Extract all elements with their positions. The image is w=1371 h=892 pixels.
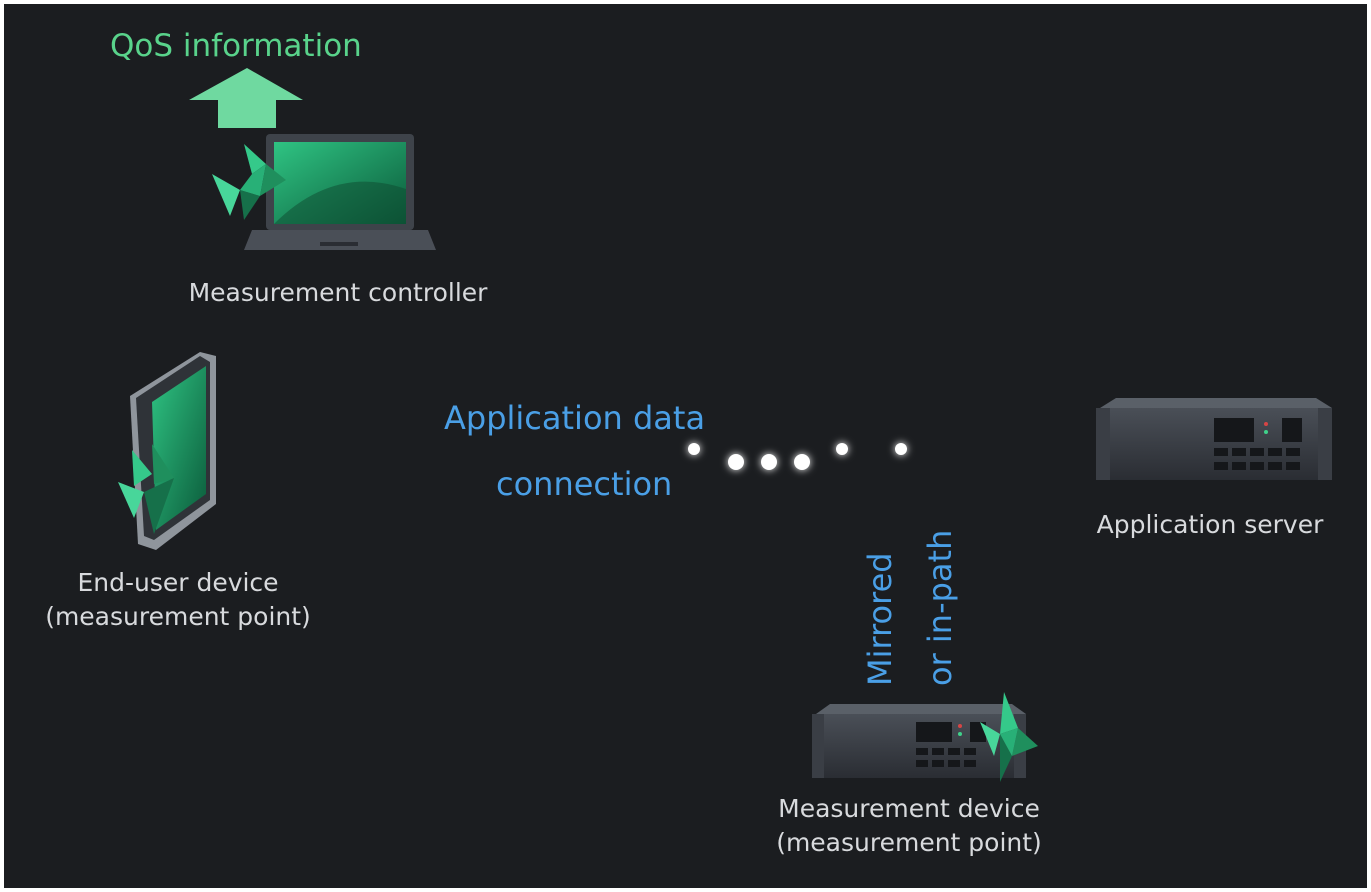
diagram-canvas: QoS information Measurement controller E… [4,4,1367,888]
connection-label-line2: connection [496,465,673,503]
measurement-device-label: Measurement device (measurement point) [776,792,1042,860]
measurement-device-line2: (measurement point) [776,828,1042,857]
measurement-device-line1: Measurement device [778,794,1040,823]
tap-label-mirrored: Mirrored [861,552,899,686]
application-server-label: Application server [1096,510,1324,539]
end-user-device-label: End-user device (measurement point) [45,566,311,634]
diagram-graphics [118,68,1332,782]
tap-label-in-path: or in-path [921,529,959,686]
qos-information-label: QoS information [110,28,362,64]
crystal-logo-icon [980,692,1038,782]
measurement-controller-label: Measurement controller [188,278,488,307]
crystal-logo-icon [118,444,174,534]
up-arrow-icon [189,68,303,128]
laptop-icon [244,134,436,250]
connection-label-line1: Application data [444,399,706,437]
crystal-logo-icon [212,144,286,220]
server-icon [1096,398,1332,480]
end-user-device-line2: (measurement point) [45,602,311,631]
end-user-device-line1: End-user device [77,568,279,597]
ellipsis-dots [688,443,907,470]
tablet-icon [130,352,216,550]
